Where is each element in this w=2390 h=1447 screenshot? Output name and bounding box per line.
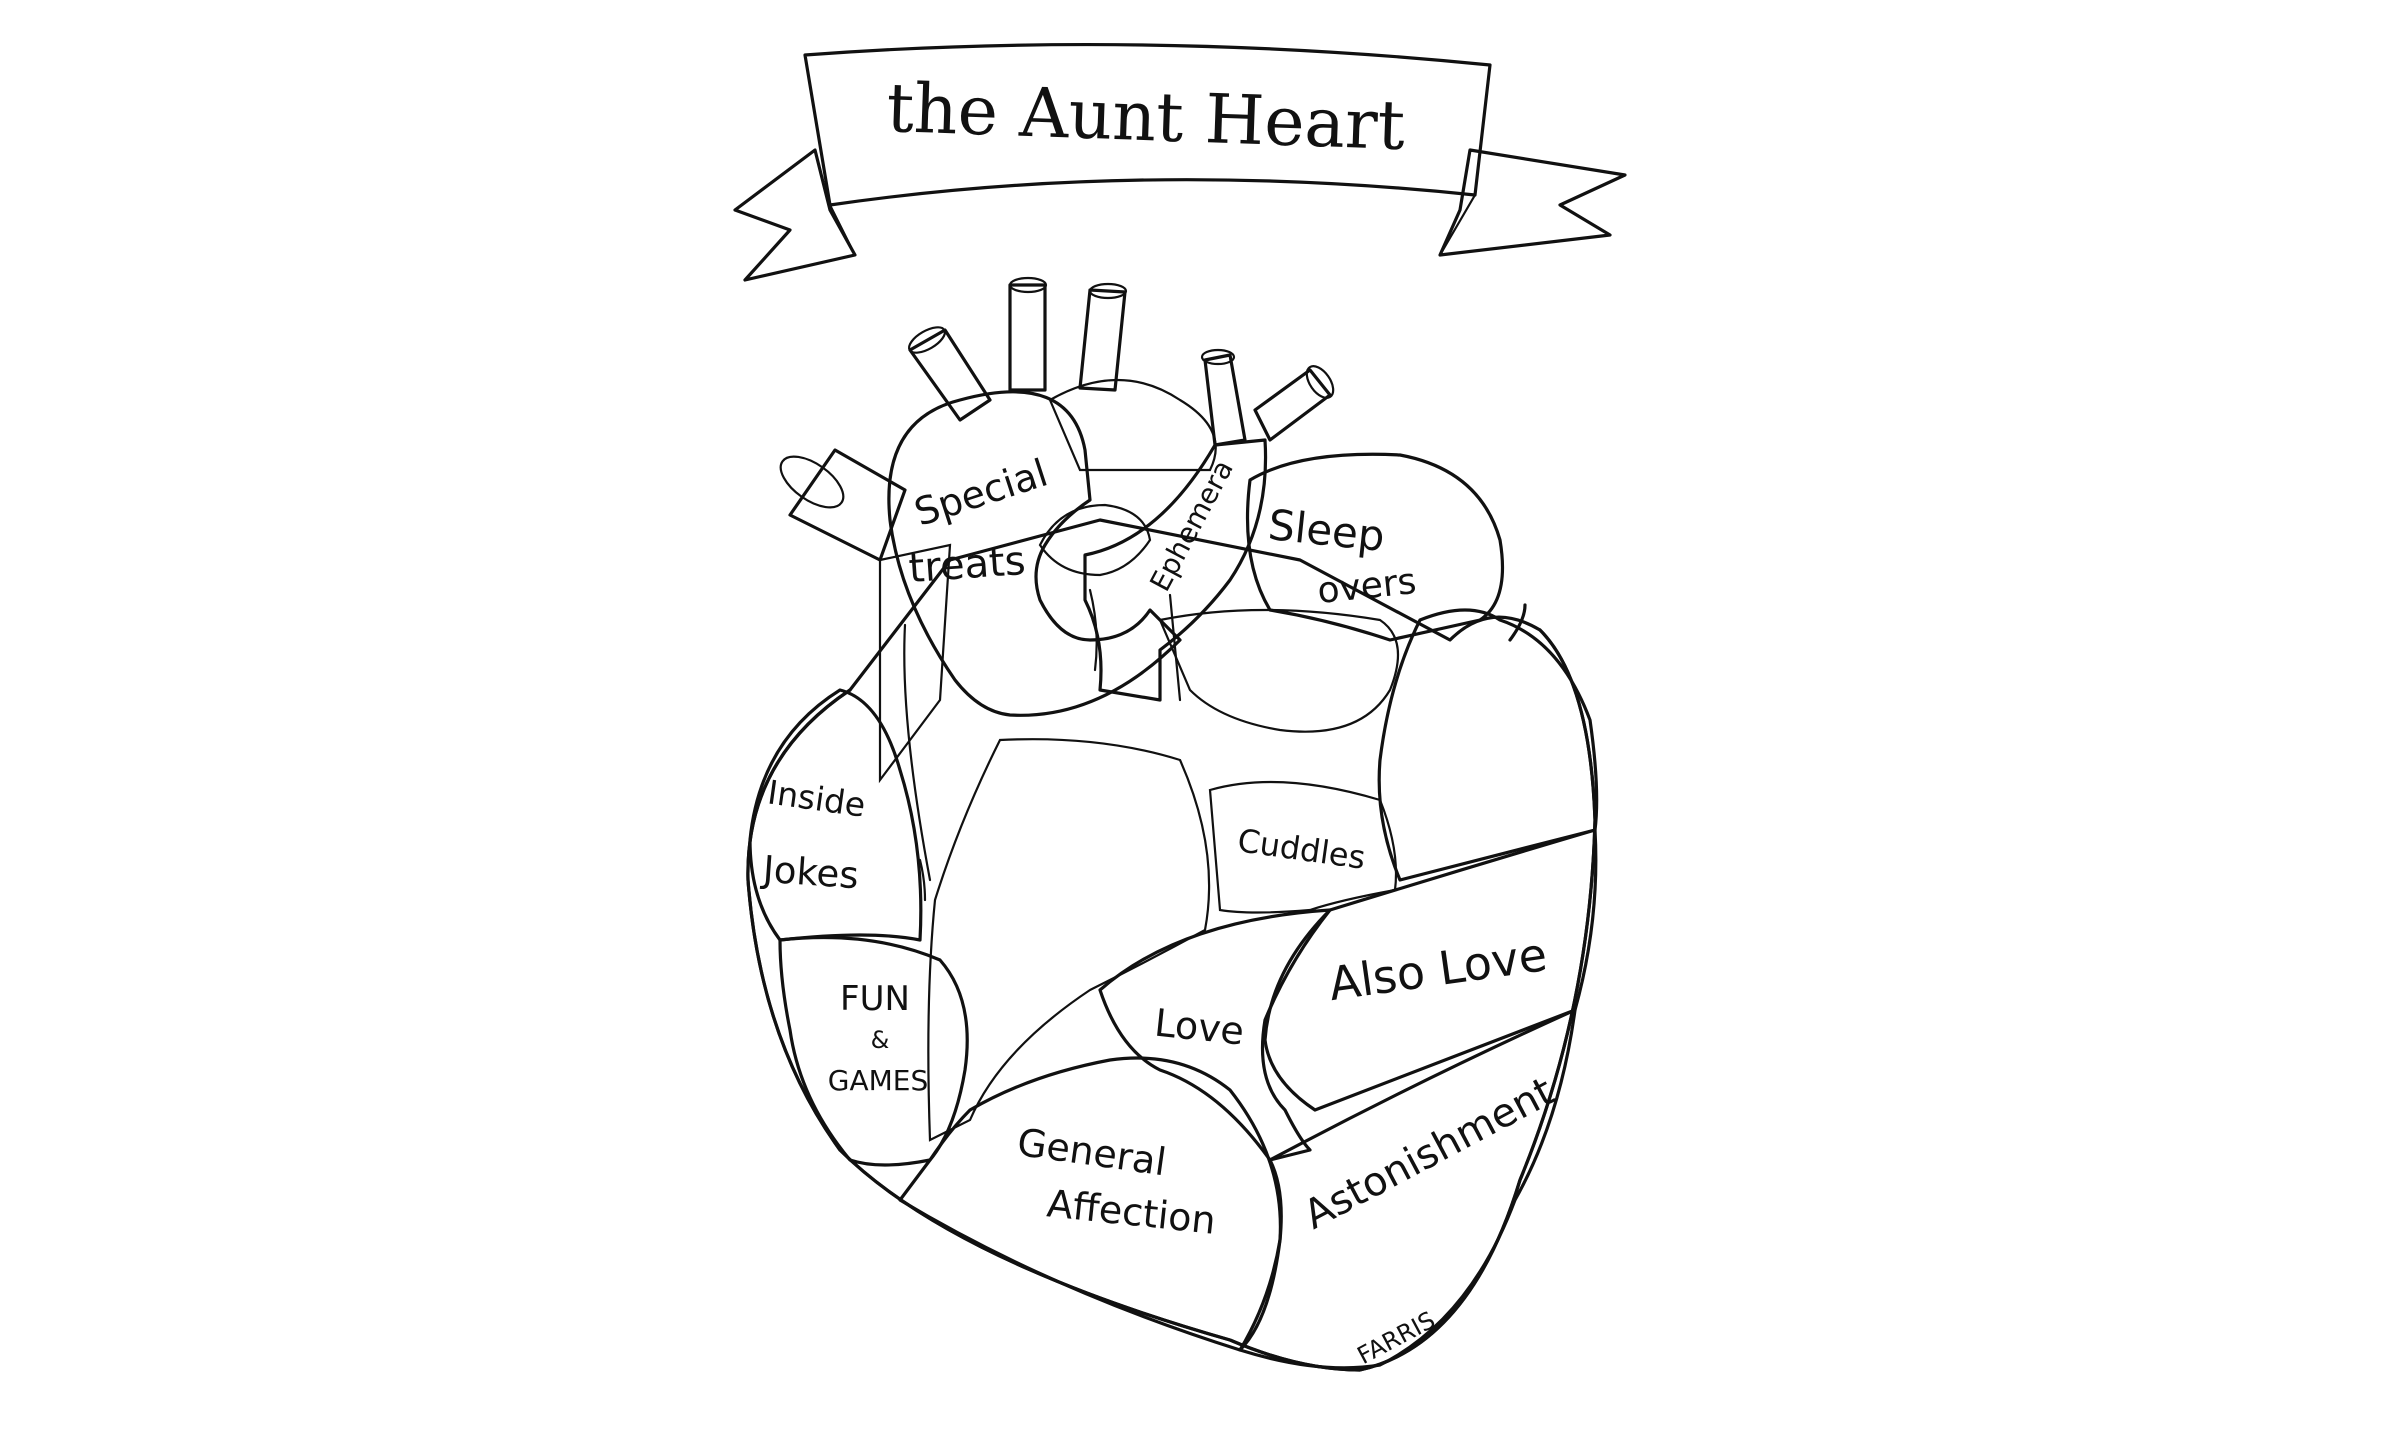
label-inside: Inside bbox=[765, 772, 868, 824]
region-lavender bbox=[927, 738, 1211, 1142]
banner-title: the Aunt Heart bbox=[885, 69, 1406, 166]
label-jokes: Jokes bbox=[760, 848, 860, 898]
region-astonishment bbox=[1238, 1008, 1577, 1370]
label-general: General bbox=[1015, 1120, 1169, 1184]
title-banner: the Aunt Heart bbox=[733, 42, 1627, 282]
label-ephemera: Ephemera bbox=[1143, 454, 1240, 596]
region-ephemera bbox=[1083, 438, 1268, 702]
label-overs: overs bbox=[1315, 561, 1418, 612]
region-also-love bbox=[1263, 828, 1598, 1112]
label-fun: FUN bbox=[840, 979, 910, 1019]
label-affection: Affection bbox=[1045, 1181, 1218, 1242]
label-sleep: Sleep bbox=[1266, 500, 1387, 561]
region-right-lobe bbox=[1377, 608, 1599, 882]
label-also-love: Also Love bbox=[1325, 927, 1550, 1011]
label-love: Love bbox=[1152, 1001, 1246, 1054]
region-special-treats bbox=[887, 390, 1182, 717]
label-games: GAMES bbox=[828, 1064, 928, 1097]
region-love bbox=[1098, 908, 1332, 1162]
label-ampersand: & bbox=[871, 1026, 890, 1054]
label-astonishment: Astonishment bbox=[1296, 1069, 1561, 1239]
label-cuddles: Cuddles bbox=[1235, 821, 1368, 877]
label-special: Special bbox=[909, 451, 1053, 535]
region-cuddles bbox=[1208, 780, 1398, 914]
label-treats: treats bbox=[907, 538, 1027, 592]
region-sleep-overs bbox=[1245, 452, 1505, 642]
vessels bbox=[779, 276, 1335, 562]
region-inside-jokes bbox=[748, 688, 923, 942]
